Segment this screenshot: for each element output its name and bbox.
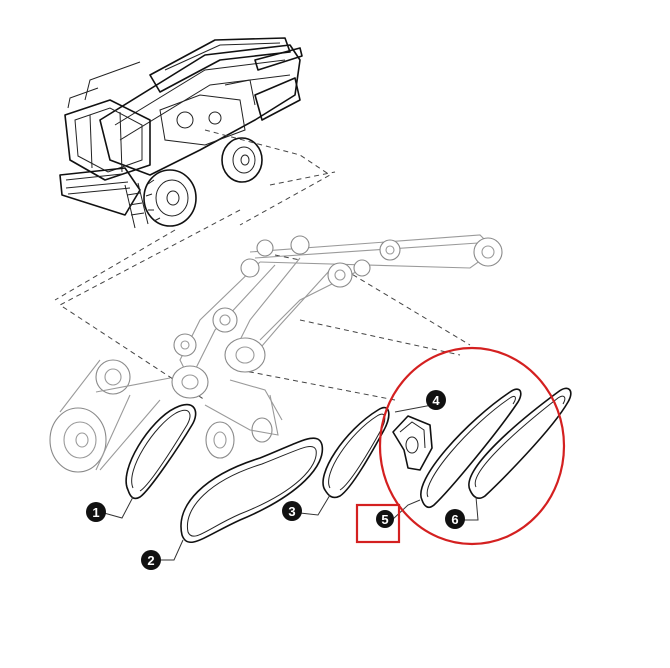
callout-1: 1 bbox=[86, 502, 106, 522]
svg-text:3: 3 bbox=[288, 504, 295, 519]
belt-1 bbox=[125, 403, 197, 500]
belt-5 bbox=[420, 388, 522, 508]
highlight-box-callout-5 bbox=[355, 503, 401, 544]
leader-lines bbox=[103, 404, 479, 561]
callout-6: 6 bbox=[445, 509, 465, 529]
callout-3: 3 bbox=[282, 501, 302, 521]
drive-system-ghosted bbox=[49, 234, 503, 473]
belt-2 bbox=[180, 437, 324, 544]
svg-text:6: 6 bbox=[451, 512, 458, 527]
callout-5: 5 bbox=[376, 510, 394, 528]
svg-text:1: 1 bbox=[92, 505, 99, 520]
svg-text:5: 5 bbox=[381, 512, 388, 527]
dashed-guide-lines bbox=[54, 129, 471, 401]
callout-4: 4 bbox=[426, 390, 446, 410]
callout-2: 2 bbox=[141, 550, 161, 570]
belt-3 bbox=[322, 406, 390, 499]
combine-harvester-illustration bbox=[59, 37, 303, 229]
belt-4-tensioner bbox=[392, 415, 433, 471]
highlight-circle-belts-4-6 bbox=[378, 346, 566, 546]
svg-text:4: 4 bbox=[432, 393, 440, 408]
belt-6 bbox=[468, 387, 572, 499]
svg-text:2: 2 bbox=[147, 553, 154, 568]
